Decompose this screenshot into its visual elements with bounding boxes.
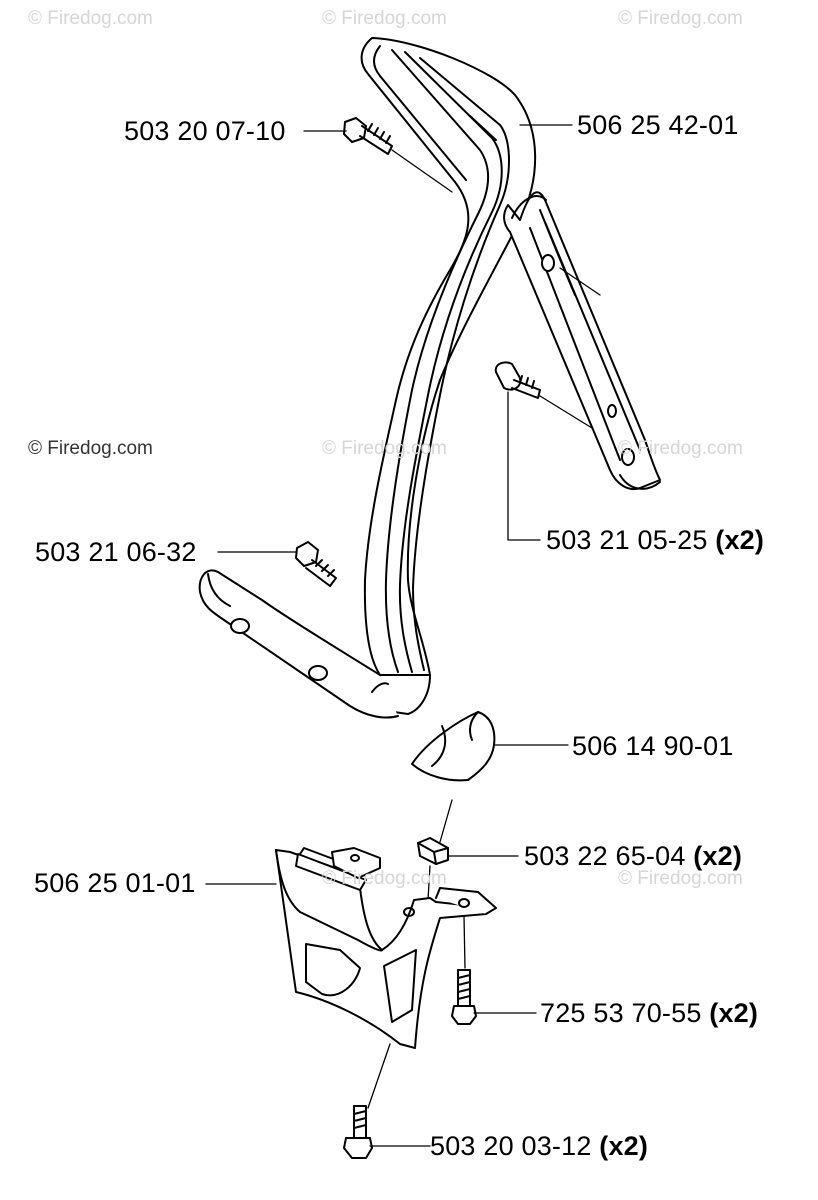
screw-725-53-70-55 bbox=[451, 969, 477, 1025]
bolt-503-21-06-32 bbox=[295, 541, 337, 587]
part-number: 503 21 05-25 bbox=[546, 525, 708, 555]
part-number: 503 21 06-32 bbox=[35, 537, 197, 567]
callout-503-21-05-25: 503 21 05-25 (x2) bbox=[546, 525, 764, 555]
cap-506-14-90-01 bbox=[411, 711, 496, 843]
bracket-506-25-01-01 bbox=[275, 847, 497, 1109]
watermark: © Firedog.com bbox=[322, 438, 447, 459]
quantity: (x2) bbox=[693, 841, 743, 871]
quantity: (x2) bbox=[599, 1131, 649, 1161]
watermark: © Firedog.com bbox=[322, 868, 447, 889]
bolt-503-21-05-25 bbox=[494, 267, 601, 429]
watermark: © Firedog.com bbox=[618, 8, 743, 29]
callout-506-14-90-01: 506 14 90-01 bbox=[572, 731, 734, 761]
handle-bar-part bbox=[198, 37, 661, 719]
part-number: 725 53 70-55 bbox=[540, 998, 702, 1028]
watermark: © Firedog.com bbox=[618, 438, 743, 459]
part-number: 506 14 90-01 bbox=[572, 731, 734, 761]
watermark: © Firedog.com bbox=[322, 8, 447, 29]
callout-503-20-03-12: 503 20 03-12 (x2) bbox=[430, 1131, 648, 1161]
leader-lines bbox=[205, 124, 573, 1147]
part-number: 503 20 03-12 bbox=[430, 1131, 592, 1161]
part-number: 506 25 42-01 bbox=[577, 110, 739, 140]
part-number: 506 25 01-01 bbox=[34, 868, 196, 898]
callout-725-53-70-55: 725 53 70-55 (x2) bbox=[540, 998, 758, 1028]
screw-503-20-03-12 bbox=[343, 1105, 373, 1159]
bolt-503-20-07-10 bbox=[343, 117, 453, 193]
callout-503-20-07-10: 503 20 07-10 bbox=[124, 116, 286, 146]
callout-503-21-06-32: 503 21 06-32 bbox=[35, 537, 197, 567]
callout-503-22-65-04: 503 22 65-04 (x2) bbox=[524, 841, 742, 871]
watermark: © Firedog.com bbox=[28, 8, 153, 29]
nut-503-22-65-04 bbox=[417, 837, 449, 901]
quantity: (x2) bbox=[715, 525, 765, 555]
callout-506-25-01-01: 506 25 01-01 bbox=[34, 868, 196, 898]
callout-506-25-42-01: 506 25 42-01 bbox=[577, 110, 739, 140]
quantity: (x2) bbox=[709, 998, 759, 1028]
part-number: 503 20 07-10 bbox=[124, 116, 286, 146]
part-number: 503 22 65-04 bbox=[524, 841, 686, 871]
watermark: © Firedog.com bbox=[28, 438, 153, 459]
watermark: © Firedog.com bbox=[618, 868, 743, 889]
